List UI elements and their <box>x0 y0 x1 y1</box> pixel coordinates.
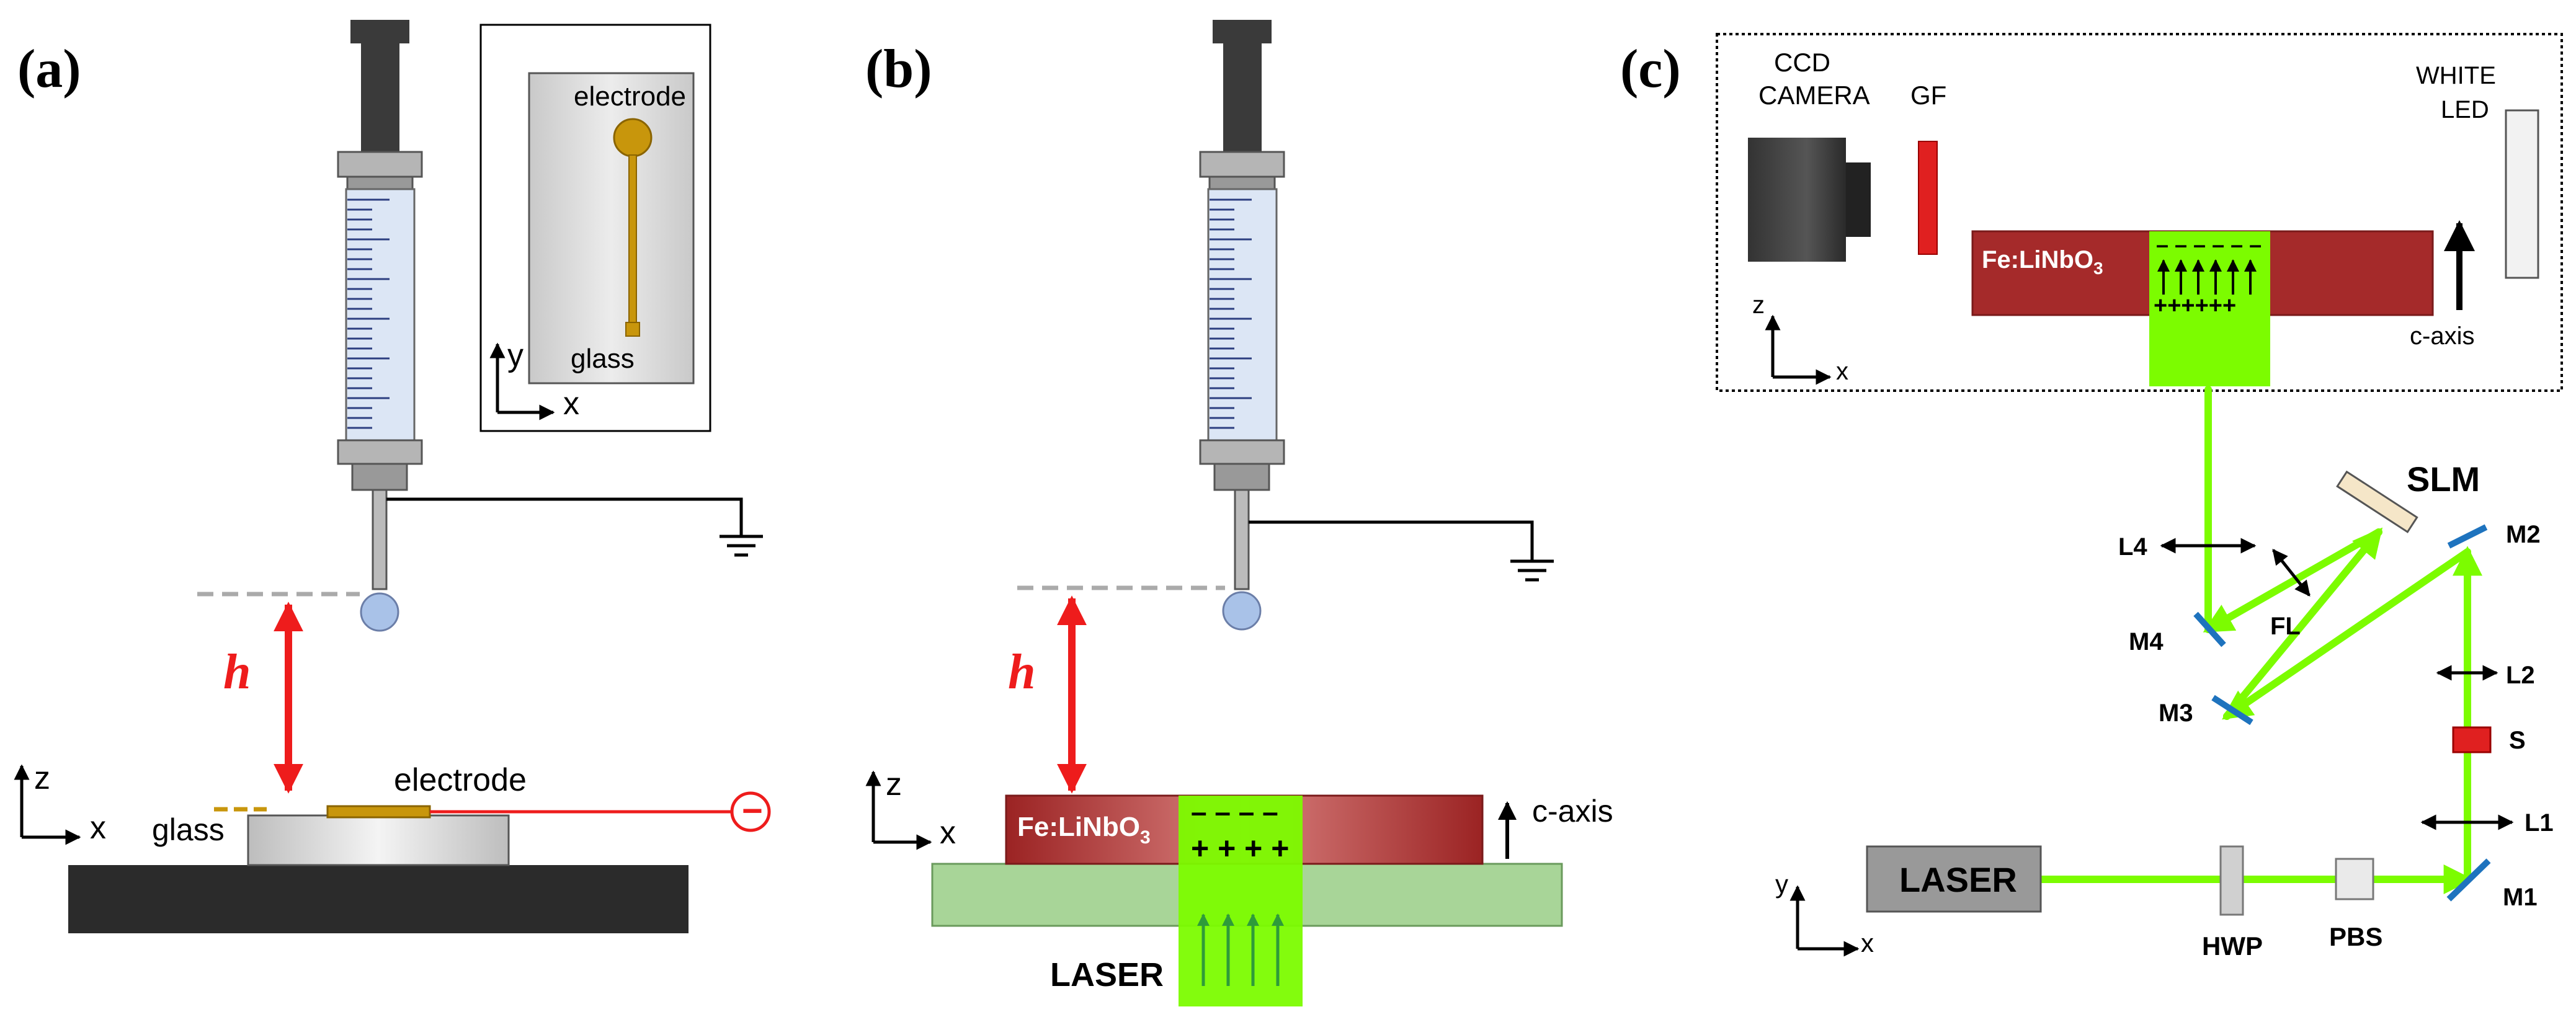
ground-wire-b <box>1249 520 1554 582</box>
shutter-s <box>2452 726 2492 753</box>
white-led <box>2505 109 2539 279</box>
laser-label-b: LASER <box>1050 956 1164 993</box>
negative-terminal-a <box>730 791 771 832</box>
panel-a-tag: (a) <box>17 39 81 99</box>
positive-charges-c: ++++++ <box>2154 293 2236 319</box>
laser-spot-c <box>2149 231 2270 386</box>
slm-label: SLM <box>2407 460 2480 499</box>
axis-x-b: x <box>940 815 956 851</box>
fl-label: FL <box>2270 613 2301 640</box>
electrode-label-a: electrode <box>394 762 527 798</box>
laser-source-c <box>1866 845 2042 913</box>
gf-label: GF <box>1910 81 1946 110</box>
crystal-label-c: Fe:LiNbO3 <box>1982 246 2103 278</box>
negative-charges-b: – – – – <box>1191 796 1278 828</box>
field-arrows-c <box>2157 259 2257 295</box>
mirror-m3 <box>2211 695 2253 726</box>
syringe-b <box>1199 20 1285 631</box>
s-label: S <box>2509 727 2526 754</box>
polarizing-beam-splitter <box>2335 858 2374 900</box>
panel-a: (a) <box>14 20 771 933</box>
mirror-m2 <box>2447 524 2488 549</box>
c-axis-label-c: c-axis <box>2410 322 2474 350</box>
pbs-label: PBS <box>2329 922 2382 951</box>
inset-a: electrode glass y x <box>479 24 711 432</box>
height-label-b: h <box>1008 645 1036 699</box>
laser-label-c: LASER <box>1899 860 2017 899</box>
m2-label: M2 <box>2506 521 2541 548</box>
mirror-m4 <box>2193 611 2226 647</box>
led-label-1: WHITE <box>2416 62 2496 89</box>
inset-axis-x: x <box>563 386 579 422</box>
base-block-a <box>68 865 689 933</box>
syringe-a <box>337 20 423 632</box>
mirror-m1 <box>2446 858 2491 902</box>
green-filter <box>1918 141 1938 255</box>
glass-slide-a <box>247 814 510 866</box>
axis-z-b: z <box>886 766 902 802</box>
imaging-box-c <box>1716 33 2563 392</box>
electrode-pad-a <box>326 805 431 819</box>
inset-glass-label: glass <box>571 344 635 374</box>
crystal-label-b: Fe:LiNbO3 <box>1017 812 1151 848</box>
ccd-label-1: CCD <box>1774 48 1830 77</box>
panel-b-tag: (b) <box>865 39 932 99</box>
slm-panel <box>2336 470 2418 533</box>
m1-label: M1 <box>2503 884 2538 911</box>
l4-label: L4 <box>2118 533 2147 561</box>
syringe-b-scale <box>1210 198 1252 429</box>
l2-label: L2 <box>2506 662 2535 689</box>
ccd-label-2: CAMERA <box>1758 81 1870 110</box>
led-label-2: LED <box>2441 96 2489 123</box>
axis-x2-c: x <box>1861 928 1874 957</box>
negative-charges-c: – – – – – – <box>2156 232 2262 257</box>
c-axis-label-b: c-axis <box>1532 794 1613 828</box>
laser-arrows-b <box>1197 913 1284 986</box>
axis-z-a: z <box>34 760 50 796</box>
axis-y-c: y <box>1775 869 1788 899</box>
half-wave-plate <box>2219 845 2244 916</box>
panel-b: (b) <box>865 20 1613 1006</box>
minus-sign-a: − <box>742 791 763 831</box>
ccd-camera-lens <box>1846 162 1871 237</box>
inset-electrode-label: electrode <box>574 81 686 112</box>
ground-wire-a <box>386 497 763 557</box>
beam-path-c <box>2037 386 2482 894</box>
axis-z-c: z <box>1752 291 1765 319</box>
panel-c: (c) CCD CAMERA GF WHITE LED Fe:LiNbO3 – … <box>1620 33 2563 961</box>
m4-label: M4 <box>2129 628 2164 655</box>
glass-label-a: glass <box>152 812 225 847</box>
inset-axis-y: y <box>507 337 524 373</box>
syringe-a-scale <box>347 198 390 429</box>
hwp-label: HWP <box>2202 931 2263 961</box>
ccd-camera-body <box>1748 138 1846 262</box>
lens-fl <box>2272 549 2311 597</box>
height-label-a: h <box>223 645 251 699</box>
axis-x-a: x <box>90 810 106 846</box>
m3-label: M3 <box>2159 699 2193 727</box>
panel-c-tag: (c) <box>1620 39 1681 99</box>
l1-label: L1 <box>2525 809 2554 837</box>
axis-x-c: x <box>1836 358 1848 385</box>
positive-charges-b: + + + + <box>1191 831 1289 866</box>
laser-beam-b <box>1179 796 1303 1006</box>
